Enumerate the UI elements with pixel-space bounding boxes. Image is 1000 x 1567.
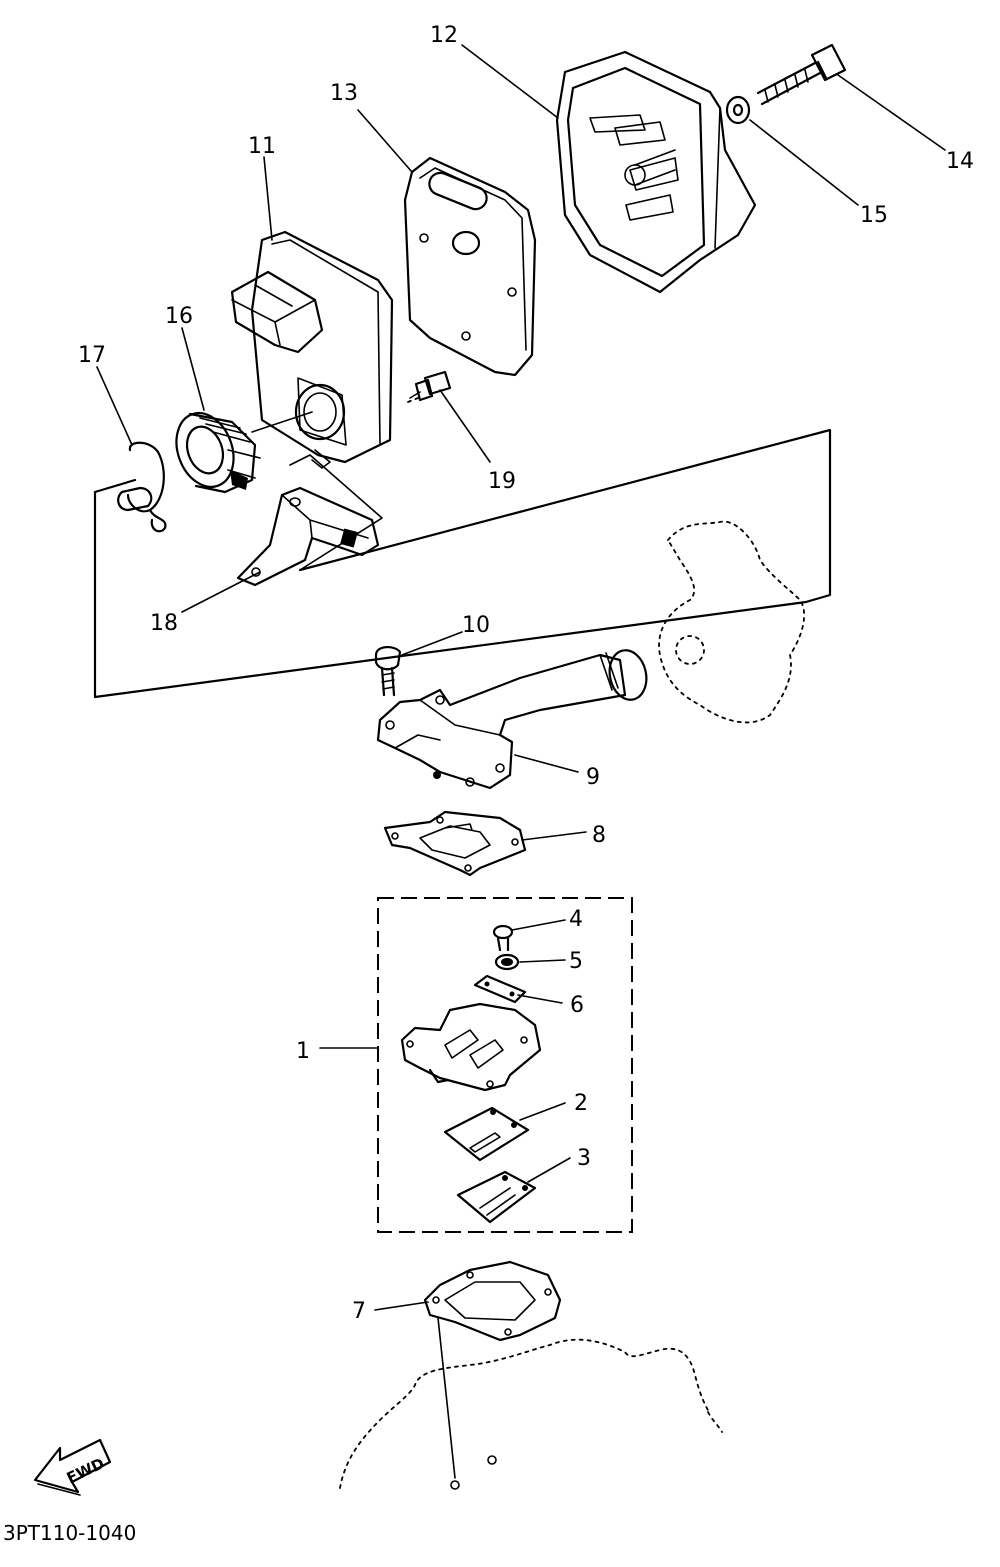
part-18-bracket (236, 486, 380, 587)
part-12-filter-case (555, 50, 757, 294)
callout-1: 1 (296, 1039, 310, 1064)
callout-9: 9 (586, 765, 600, 790)
part-5-washer (494, 953, 520, 971)
fwd-label: FWD (64, 1454, 107, 1487)
diagram-code: 3PT110-1040 (3, 1521, 136, 1545)
leader-lines (96, 44, 946, 1311)
engine-silhouette-lower (339, 1338, 723, 1489)
callout-4: 4 (569, 907, 583, 932)
callout-7: 7 (352, 1299, 366, 1324)
part-3-reed (456, 1170, 537, 1224)
part-13-plate (403, 156, 537, 377)
callout-3: 3 (577, 1146, 591, 1171)
callout-13: 13 (330, 81, 358, 106)
part-14-bolt (756, 43, 847, 106)
callout-15: 15 (860, 203, 888, 228)
callout-11: 11 (248, 134, 276, 159)
part-16-duct (175, 412, 261, 494)
part-1-valve-body (400, 1002, 542, 1092)
callout-16: 16 (165, 304, 193, 329)
part-2-reed (443, 1106, 530, 1162)
callout-14: 14 (946, 149, 974, 174)
part-19-screw (409, 370, 452, 402)
fwd-arrow-icon: FWD (33, 1438, 112, 1496)
part-11-silencer (230, 230, 394, 469)
callout-2: 2 (574, 1091, 588, 1116)
callout-5: 5 (569, 949, 583, 974)
callout-12: 12 (430, 23, 458, 48)
part-8-gasket (383, 810, 527, 877)
assembly-outline (93, 428, 832, 699)
part-15-washer (725, 95, 751, 125)
filter-mount-outline (289, 454, 383, 571)
part-7-gasket (423, 1260, 562, 1342)
part-10-screw (374, 646, 402, 697)
part-9-manifold (376, 649, 648, 790)
callout-8: 8 (592, 823, 606, 848)
callout-labels: 1 2 3 4 5 6 7 8 9 10 11 12 13 14 15 16 1… (78, 23, 974, 1324)
gasket-alignment-line (437, 1317, 456, 1479)
part-17-clamp (117, 441, 167, 533)
part-4-screw (492, 924, 514, 952)
callout-10: 10 (462, 613, 490, 638)
callout-19: 19 (488, 469, 516, 494)
engine-silhouette-upper (658, 520, 805, 724)
callout-18: 18 (150, 611, 178, 636)
part-6-stopper (473, 974, 527, 1004)
reed-valve-assembly-box (377, 897, 633, 1233)
callout-17: 17 (78, 343, 106, 368)
callout-6: 6 (570, 993, 584, 1018)
